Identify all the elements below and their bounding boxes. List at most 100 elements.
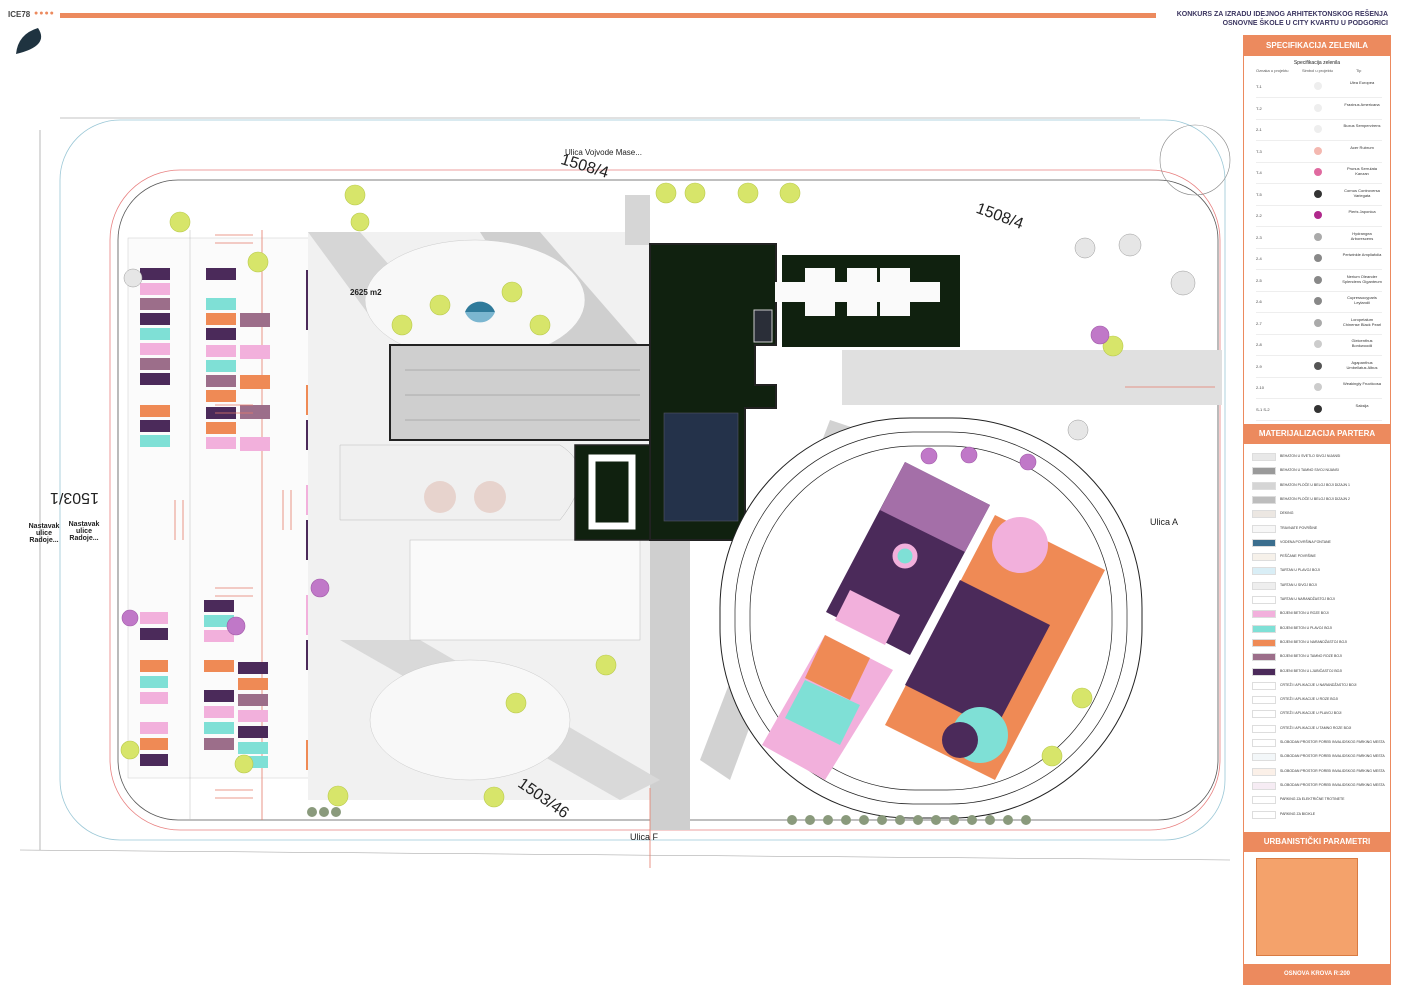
trees [120, 182, 1124, 808]
plant-symbol-icon [1314, 275, 1322, 284]
material-swatch [1252, 796, 1276, 805]
green-spec-name: Buxus Sempervirens [1343, 123, 1381, 128]
material-label: PEŠČANE POVRŠINE [1280, 554, 1316, 559]
green-spec-name: Ulea Europea [1349, 80, 1375, 85]
material-swatch [1252, 624, 1276, 633]
material-row: BEHATON U SVETLO SIVOJ NIJANSI [1252, 450, 1388, 463]
material-swatch [1252, 510, 1276, 519]
material-row: BOJENI BETON U ROZE BOJI [1252, 607, 1388, 620]
green-spec-name: Cornus Controversa Variegata [1344, 187, 1380, 198]
material-label: PARKING ZA ELEKTRIČNE TROTINETE [1280, 797, 1345, 802]
material-label: TARTAN U PLAVOJ BOJI [1280, 568, 1320, 573]
material-swatch [1252, 467, 1276, 476]
green-spec-code: 2-9 [1256, 363, 1262, 369]
plot-outline [59, 119, 1226, 841]
roof-skylight [753, 309, 773, 343]
material-row: PARKING ZA BICIKLE [1252, 808, 1388, 821]
material-row: DEKING [1252, 507, 1388, 520]
roundabout [1159, 124, 1231, 196]
green-spec-code: 2-4 [1256, 256, 1262, 261]
parking-spaces-column-2 [206, 268, 270, 451]
material-row: CRTEŽI I APLIKACIJE U NARANDŽASTOJ BOJI [1252, 679, 1388, 692]
material-row: BOJENI BETON U LJUBIČASTOJ BOJI [1252, 665, 1388, 678]
plant-symbol-icon [1314, 189, 1322, 198]
site-plan [19, 117, 1231, 868]
green-spec-name: Acer Rubrum [1350, 144, 1374, 150]
material-label: SLOBODAN PROSTOR POREĐ INVALIDSKOG PARKI… [1280, 768, 1385, 773]
green-spec-name: Periwinkle Ampliafolia [1342, 252, 1382, 257]
plant-symbol-icon [1314, 383, 1322, 391]
urban-header: URBANISTIČKI PARAMETRI [1244, 832, 1390, 852]
material-label: VODENA POVRŠINA FONTANE [1280, 539, 1331, 544]
material-swatch [1252, 653, 1276, 662]
parking-spaces-column-1 [140, 268, 170, 447]
central-path [650, 540, 690, 830]
plant-symbol-icon [1314, 318, 1322, 327]
plant-symbol-icon [1314, 82, 1322, 90]
green-spec-code: T-4 [1256, 170, 1262, 175]
green-spec-name: Loropetalum Chinense Black Pearl [1342, 316, 1382, 327]
sheet-code: ICE78 [8, 10, 31, 19]
green-spec-code: T-3 [1256, 148, 1262, 154]
header-rule [60, 13, 1156, 18]
material-swatch [1252, 567, 1276, 576]
material-row: BOJENI BETON U TAMNO ROZE BOJI [1252, 650, 1388, 663]
green-spec-name: Hydrangea Arborescens [1350, 230, 1374, 241]
courtyard-deck [409, 539, 641, 641]
material-label: BOJENI BETON U TAMNO ROZE BOJI [1280, 654, 1342, 659]
material-label: BOJENI BETON U LJUBIČASTOJ BOJI [1280, 668, 1343, 673]
material-row: SLOBODAN PROSTOR POREĐ INVALIDSKOG PARKI… [1252, 765, 1388, 778]
material-row: TARTAN U NARANDŽASTOJ BOJI [1252, 593, 1388, 606]
green-spec-code: 2-1 [1256, 127, 1262, 132]
materials-header: MATERIJALIZACIJA PARTERA [1244, 424, 1390, 444]
plant-symbol-icon [1314, 211, 1322, 219]
material-label: SLOBODAN PROSTOR POREĐ INVALIDSKOG PARKI… [1280, 754, 1385, 759]
material-swatch [1252, 553, 1276, 562]
material-label: SLOBODAN PROSTOR POREĐ INVALIDSKOG PARKI… [1280, 740, 1385, 744]
material-label: BEHATON PLOČE U BELOJ BOJI DIZAJN 2 [1280, 496, 1350, 501]
plant-symbol-icon [1314, 103, 1322, 112]
north-road [625, 195, 650, 245]
material-swatch [1252, 596, 1276, 604]
green-spec-code: 2-3 [1256, 234, 1262, 240]
solar-panels [663, 412, 739, 522]
material-label: BEHATON PLOČE U BELOJ BOJI DIZAJN 1 [1280, 482, 1350, 487]
street-label-f: Ulica F [630, 832, 659, 842]
material-swatch [1252, 581, 1276, 590]
urban-footer: OSNOVA KROVA R:200 [1244, 964, 1390, 984]
material-row: SLOBODAN PROSTOR POREĐ INVALIDSKOG PARKI… [1252, 750, 1388, 763]
green-spec-table-title: Specifikacija zelenila [1293, 60, 1341, 66]
green-spec-name: Weakingly Fructicosa [1343, 381, 1381, 386]
material-swatch [1252, 538, 1276, 547]
material-label: CRTEŽI I APLIKACIJE U ROZE BOJI [1280, 697, 1339, 702]
material-row: TRAVNATE POVRŠINE [1252, 522, 1388, 535]
material-swatch [1252, 767, 1276, 776]
material-row: BEHATON PLOČE U BELOJ BOJI DIZAJN 1 [1252, 479, 1388, 492]
green-spec-header: SPECIFIKACIJA ZELENILA [1244, 36, 1390, 56]
green-spec-row: T-3 Acer Rubrum [1256, 141, 1382, 163]
material-label: TRAVNATE POVRŠINE [1280, 525, 1318, 530]
green-spec-name: Nerium Oleander Splendens Giganteum [1342, 273, 1382, 284]
material-row: PARKING ZA ELEKTRIČNE TROTINETE [1252, 793, 1388, 806]
plant-symbol-icon [1314, 340, 1322, 348]
sheet-title-line1: KONKURS ZA IZRADU IDEJNOG ARHITEKTONSKOG… [1176, 11, 1388, 18]
material-swatch [1252, 696, 1276, 705]
street-label-a: Ulica A [1150, 517, 1179, 527]
north-lawn [364, 239, 586, 361]
parking-spaces-column-4 [204, 600, 268, 768]
material-label: BOJENI BETON U ROZE BOJI [1280, 611, 1329, 616]
plant-symbol-icon [1314, 297, 1322, 305]
material-row: CRTEŽI I APLIKACIJE U PLAVOJ BOJI [1252, 707, 1388, 720]
material-label: BEHATON U TAMNO SIVOJ NIJANSI [1280, 468, 1339, 473]
plant-symbol-icon [1314, 232, 1322, 241]
parking-spaces-column-3 [140, 612, 168, 766]
material-swatch [1252, 753, 1276, 762]
urban-parameters-table [1256, 858, 1358, 956]
material-swatch [1252, 710, 1276, 719]
